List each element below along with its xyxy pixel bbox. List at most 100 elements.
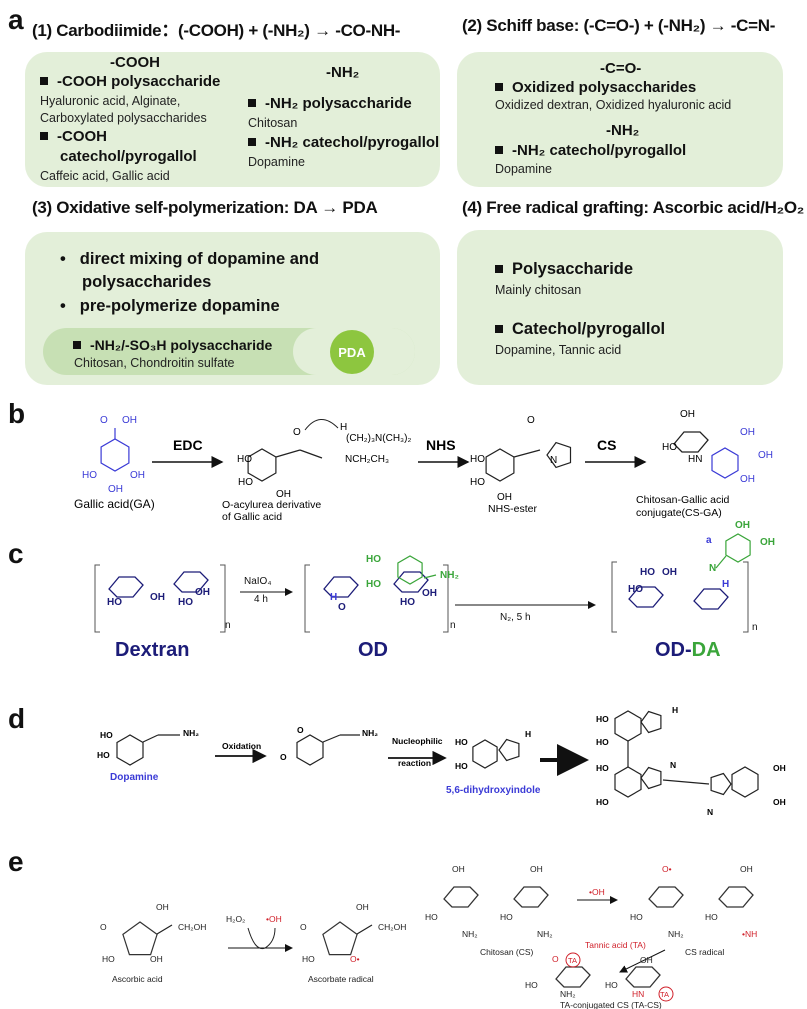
chitosan-ring xyxy=(673,431,709,453)
oligomer-ring-2 xyxy=(614,766,642,798)
nhs-n: N xyxy=(550,455,557,466)
bond-line xyxy=(142,734,159,743)
od-bracket-left xyxy=(304,564,310,633)
bullet-square-icon xyxy=(495,325,503,333)
nhs-oh: OH xyxy=(497,492,512,503)
bond-line xyxy=(299,449,323,459)
asr-o: O xyxy=(300,922,307,932)
bond-line xyxy=(322,734,341,743)
cs-oh-radical: •OH xyxy=(589,887,605,897)
pda-circle: PDA xyxy=(330,330,374,374)
tacs-ring-2 xyxy=(625,966,661,988)
nh2-poly-example: Chitosan xyxy=(248,116,298,130)
cs-ho2: HO xyxy=(500,912,513,922)
n-subscript-3: n xyxy=(752,622,758,633)
prod-label1: Chitosan-Gallic acid xyxy=(636,494,730,506)
cooh-title: -COOH xyxy=(110,54,160,71)
od-ring xyxy=(323,576,359,598)
ascorbic-ring xyxy=(122,921,158,956)
oh-radical-label: •OH xyxy=(266,914,282,924)
odda-oh3: OH xyxy=(662,567,677,578)
cs-radical-ring-2 xyxy=(718,886,754,908)
bond-line xyxy=(513,449,541,458)
h2o2-label: H₂O₂ xyxy=(226,914,245,924)
nucleophilic-label: Nucleophilic xyxy=(392,736,443,746)
od-ring-2 xyxy=(393,571,429,593)
prod-oh4: OH xyxy=(740,474,755,485)
csr-oh: OH xyxy=(740,864,753,874)
polysaccharide-item: Polysaccharide xyxy=(495,260,633,279)
oligomer-pyrrole-2 xyxy=(640,766,662,790)
oligomer-ring-1 xyxy=(614,710,642,742)
olig-ho: HO xyxy=(596,714,609,724)
ga-o: O xyxy=(100,415,108,426)
panel-label-d: d xyxy=(8,703,26,734)
tacs-ring-1 xyxy=(555,966,591,988)
ga-oh3: OH xyxy=(108,484,123,495)
olig-h: H xyxy=(672,705,678,715)
edc-label: EDC xyxy=(173,437,203,453)
nhs-ester-ring xyxy=(485,448,515,482)
dop-ho: HO xyxy=(100,730,113,740)
dextran-label: Dextran xyxy=(115,639,189,661)
csr-nh-radical: •NH xyxy=(742,929,757,939)
asr-o-radical: O• xyxy=(350,954,360,964)
dex-oh2: OH xyxy=(195,587,210,598)
odda-bracket-left xyxy=(611,561,617,633)
ring-position-a: a xyxy=(706,535,712,546)
cooh-catechol: -COOH xyxy=(40,128,107,145)
acyl-ho2: HO xyxy=(238,477,253,488)
tacs-nh2: NH₂ xyxy=(560,989,576,999)
oligomer-pyrrole-1 xyxy=(640,710,662,734)
od-o: O xyxy=(338,602,346,613)
nh2-catechol: -NH₂ catechol/pyrogallol xyxy=(248,134,439,151)
schiff-base-box xyxy=(457,52,783,187)
dextran-bracket-right xyxy=(220,564,226,633)
carbodiimide-box xyxy=(25,52,440,187)
n-subscript-2: n xyxy=(450,620,456,631)
da-ho: HO xyxy=(366,554,381,565)
asc-o: O xyxy=(100,922,107,932)
free-radical-heading: (4) Free radical grafting: Ascorbic acid… xyxy=(462,198,805,217)
od-label: OD xyxy=(358,639,388,661)
n2-5h-label: N₂, 5 h xyxy=(500,612,531,623)
schiff-base-heading: (2) Schiff base: (-C=O-) + (-NH₂) → -C=N… xyxy=(462,16,776,35)
bullet-square-icon xyxy=(495,265,503,273)
asc-oh2: OH xyxy=(150,954,163,964)
succinimide-ring xyxy=(546,441,572,469)
nh2-catechol-2: -NH₂ catechol/pyrogallol xyxy=(495,142,686,159)
quin-o: O xyxy=(297,725,304,735)
acyl-label2: of Gallic acid xyxy=(222,511,282,523)
nh2-polysaccharide: -NH₂ polysaccharide xyxy=(248,95,412,112)
prod-hn: HN xyxy=(688,454,702,465)
catechol-example: Dopamine, Tannic acid xyxy=(495,343,622,357)
olig-oh: OH xyxy=(773,763,786,773)
naio4-label: NaIO₄ xyxy=(244,576,271,587)
olig-oh2: OH xyxy=(773,797,786,807)
olig-ho4: HO xyxy=(596,797,609,807)
odda-bracket-right xyxy=(743,561,749,633)
oxidized-examples: Oxidized dextran, Oxidized hyaluronic ac… xyxy=(495,98,732,112)
bond-line xyxy=(156,924,173,935)
asc-oh: OH xyxy=(156,902,169,912)
nhs-ho2: HO xyxy=(470,477,485,488)
oligomer-ring-3 xyxy=(731,766,759,798)
nh2-cat-example: Dopamine xyxy=(248,155,305,169)
dex-oh: OH xyxy=(150,592,165,603)
odda-ring xyxy=(628,586,664,608)
ascorbate-ring xyxy=(322,921,358,956)
nhs-ester-label: NHS-ester xyxy=(488,503,538,515)
prod-oh2: OH xyxy=(740,427,755,438)
quinone-ring xyxy=(296,734,324,766)
bond-line xyxy=(356,924,373,935)
bullet-square-icon xyxy=(495,146,503,154)
asr-ho: HO xyxy=(302,954,315,964)
tannic-label: Tannic acid (TA) xyxy=(585,940,646,950)
carbodiimide-heading: (1) Carbodiimide：(-COOH) + (-NH₂) → -CO-… xyxy=(32,21,401,40)
od-bracket-right xyxy=(443,564,449,633)
ascorbic-label: Ascorbic acid xyxy=(112,974,163,984)
odda-ho: HO xyxy=(640,567,655,578)
tacs-ta: TA xyxy=(568,956,577,965)
cs-nh2-2: NH₂ xyxy=(537,929,553,939)
tacs-ho2: HO xyxy=(605,980,618,990)
